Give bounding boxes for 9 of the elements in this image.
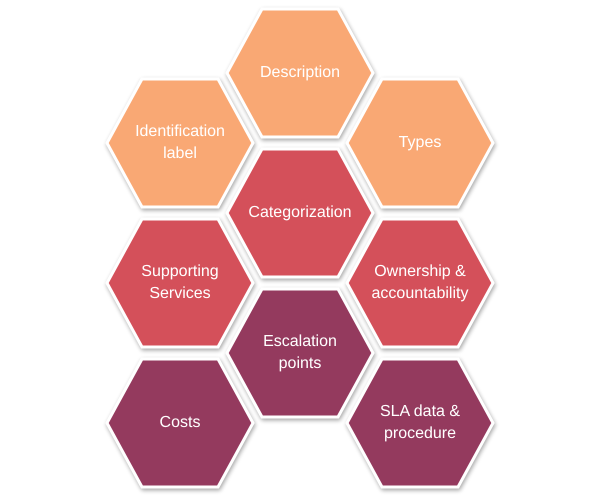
tile-label: Supporting Services bbox=[140, 262, 220, 304]
tile-label: Description bbox=[260, 63, 340, 83]
tile-label: Identification label bbox=[134, 122, 226, 164]
tile-label: Escalation points bbox=[262, 332, 338, 374]
tile-label: Types bbox=[398, 133, 442, 153]
tile-label: Categorization bbox=[248, 203, 352, 223]
tile-label: Costs bbox=[160, 413, 200, 433]
tile-label: Ownership & accountability bbox=[370, 262, 470, 304]
tile-label: SLA data & procedure bbox=[378, 402, 462, 444]
